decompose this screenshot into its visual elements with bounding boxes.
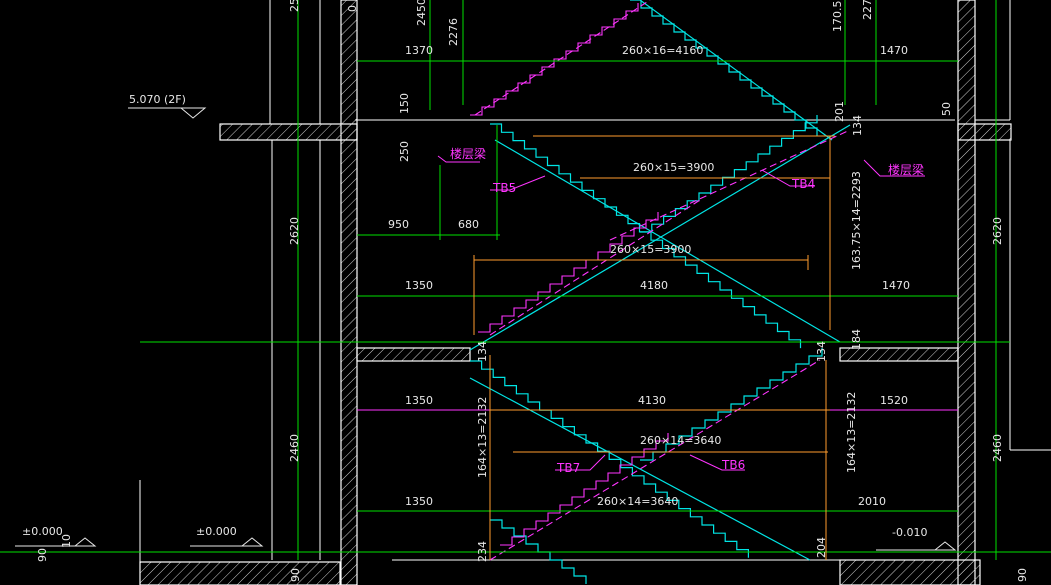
dim-10-left: 10: [60, 534, 73, 548]
dim-25-top: 25: [288, 0, 301, 12]
dim-flight-tb6: 260×14=3640: [640, 434, 721, 447]
dim-134-top: 134: [851, 115, 864, 136]
right-floor-slab: [957, 123, 1012, 141]
level-symbols: [15, 107, 957, 551]
dim-top-2278: 2278: [861, 0, 874, 20]
beam-callouts: [437, 155, 925, 471]
dim-flight-tb5: 260×15=3900: [610, 243, 691, 256]
dim-0-top: 0: [346, 5, 359, 12]
hidden-stair-mid-right: [609, 129, 851, 241]
dim-680: 680: [458, 218, 479, 231]
left-floor-slab: [219, 123, 358, 141]
stair-flight-tb4-slab: [469, 124, 851, 351]
dim-201: 201: [833, 101, 846, 122]
ground-slab: [139, 561, 341, 585]
stair-tag-tb7: TB7: [556, 461, 580, 475]
dim-1350-a: 1350: [405, 279, 433, 292]
left-outer-wall: [340, 0, 358, 585]
orange-dimension-lines: [473, 135, 835, 560]
dim-2010: 2010: [858, 495, 886, 508]
dim-150: 150: [398, 93, 411, 114]
dim-1370: 1370: [405, 44, 433, 57]
green-dimension-lines: [0, 0, 1051, 560]
dim-top-2450: 2450: [415, 0, 428, 26]
dim-top-170: 170.59×: [831, 0, 844, 32]
dim-vert-right-lower: 164×13=2132: [845, 392, 858, 473]
stair-tag-tb4: TB4: [791, 177, 815, 191]
hidden-stair-mid-left: [489, 199, 701, 336]
stair-flight-tb5-slab: [494, 139, 841, 343]
stair-tag-tb6: TB6: [721, 458, 745, 472]
dim-flight-tb4: 260×15=3900: [633, 161, 714, 174]
mid-landing-right: [839, 347, 959, 362]
dim-50-right: 50: [940, 102, 953, 116]
dim-234: 234: [476, 541, 489, 562]
stair-flight-top-slab: [639, 0, 833, 141]
stair-flight-tb7-slab: [469, 377, 811, 561]
dim-134-mid-r: 134: [815, 341, 828, 362]
hidden-stair-top-steps: [470, 3, 639, 116]
ground-slab-right: [839, 559, 981, 585]
stair-tag-tb5: TB5: [492, 181, 516, 195]
dim-2460-right: 2460: [991, 434, 1004, 462]
dim-1350-c: 1350: [405, 495, 433, 508]
dim-1470-top: 1470: [880, 44, 908, 57]
dim-4130: 4130: [638, 394, 666, 407]
dim-950: 950: [388, 218, 409, 231]
dim-2620-right: 2620: [991, 217, 1004, 245]
dim-4180: 4180: [640, 279, 668, 292]
wall-group: [139, 0, 1012, 585]
dim-top-2276: 2276: [447, 18, 460, 46]
dim-134-mid-l: 134: [476, 341, 489, 362]
level-ground-mid: ±0.000: [196, 525, 237, 538]
stair-flight-top-steps: [630, 0, 818, 136]
hidden-stair-lower: [489, 359, 821, 561]
dim-vert-tb4: 163.75×14=2293: [850, 171, 863, 270]
dim-1470-mid: 1470: [882, 279, 910, 292]
dim-90-right: 90: [1016, 568, 1029, 582]
beam-label-right: 楼层梁: [888, 162, 924, 177]
level-ground-right: -0.010: [892, 526, 927, 539]
mid-landing-left: [356, 347, 471, 362]
dim-2620-left: 2620: [288, 217, 301, 245]
hidden-stair-top-left: [474, 0, 651, 116]
stair-flight-tb7-steps: [470, 360, 750, 558]
dim-2460-left: 2460: [288, 434, 301, 462]
dim-vert-left-lower: 164×13=2132: [476, 397, 489, 478]
beam-label-left: 楼层梁: [450, 146, 486, 161]
right-outer-wall: [957, 0, 976, 585]
dim-1520: 1520: [880, 394, 908, 407]
dim-250: 250: [398, 141, 411, 162]
dim-flight-top: 260×16=4160: [622, 44, 703, 57]
hidden-stair-mid-steps: [478, 212, 659, 333]
level-2f-label: 5.070 (2F): [129, 93, 186, 106]
wall-edges: [139, 0, 1051, 585]
dim-184: 184: [850, 329, 863, 350]
dim-flight-tb7: 260×14=3640: [597, 495, 678, 508]
dim-90-left: 90: [36, 548, 49, 562]
level-ground-left: ±0.000: [22, 525, 63, 538]
dim-204: 204: [815, 537, 828, 558]
hidden-stair-lines: [470, 0, 851, 561]
hidden-stair-lower-steps: [500, 433, 669, 546]
dim-1350-b: 1350: [405, 394, 433, 407]
stair-flight-tb6-steps: [640, 348, 823, 461]
dim-90-mid: 90: [289, 568, 302, 582]
